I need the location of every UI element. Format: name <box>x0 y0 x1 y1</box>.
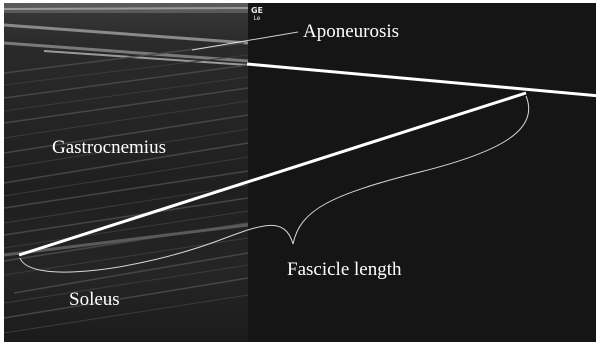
aponeurosis-pointer-line <box>192 32 298 50</box>
fascicle-length-label: Fascicle length <box>287 260 402 279</box>
soleus-label: Soleus <box>69 290 120 309</box>
gastrocnemius-label: Gastrocnemius <box>52 138 166 157</box>
fascicle-length-brace <box>20 96 529 272</box>
fascicle-line <box>19 93 526 255</box>
aponeurosis-line <box>247 64 600 96</box>
aponeurosis-label: Aponeurosis <box>303 22 399 41</box>
